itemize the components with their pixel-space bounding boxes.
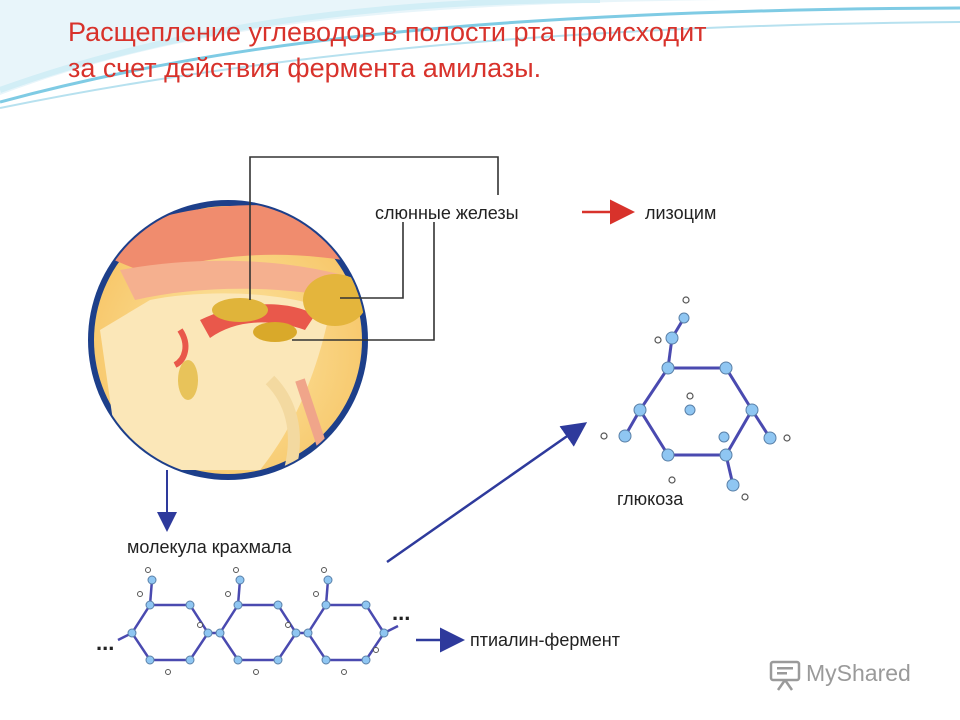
starch-molecule-label: молекула крахмала <box>127 537 292 557</box>
title-line-1: Расщепление углеводов в полости рта прои… <box>68 17 707 47</box>
watermark-text: MyShared <box>806 660 911 686</box>
title-line-2: за счет действия фермента амилазы. <box>68 53 542 83</box>
salivary-glands-label: слюнные железы <box>375 203 519 223</box>
glucose-molecule <box>600 296 791 501</box>
ellipsis-left: ... <box>96 630 114 655</box>
ptyalin-label: птиалин-фермент <box>470 630 620 650</box>
head-cross-section-illustration <box>88 200 368 480</box>
presentation-board-icon <box>769 660 801 691</box>
starch-chain-molecule <box>117 567 399 675</box>
slide-title: Расщепление углеводов в полости рта прои… <box>68 14 928 86</box>
conversion-arrow <box>386 422 588 564</box>
lysozyme-label: лизоцим <box>645 203 716 223</box>
ellipsis-right: ... <box>392 600 410 625</box>
glucose-label: глюкоза <box>617 489 684 509</box>
gland-connector-lines <box>249 156 499 341</box>
